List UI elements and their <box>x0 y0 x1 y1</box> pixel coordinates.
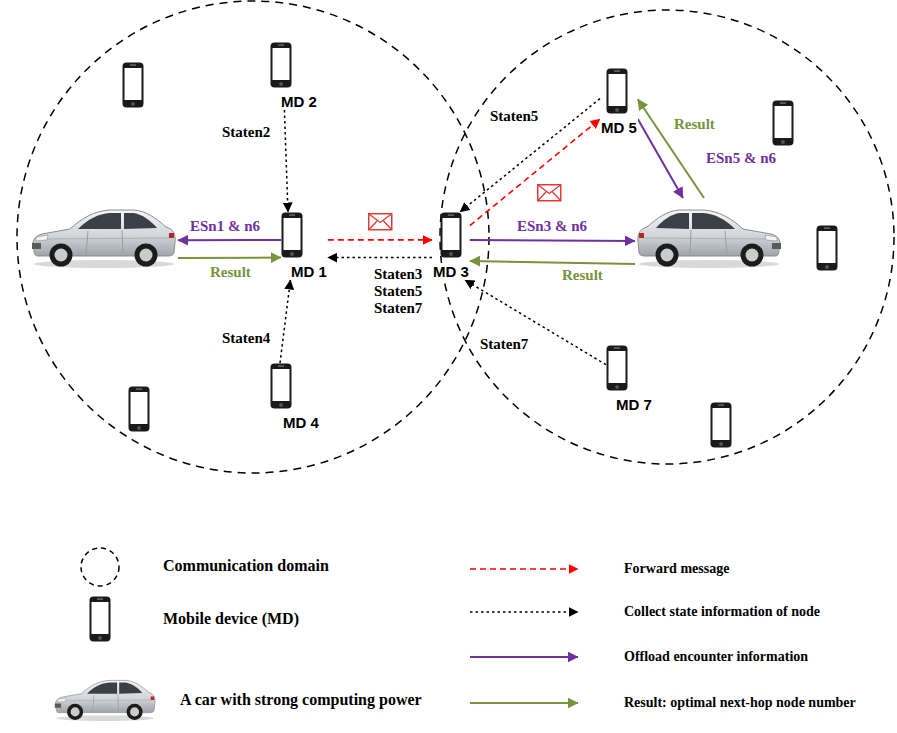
offload-label: ESn1 & n6 <box>188 218 262 235</box>
device-label: MD 3 <box>432 263 470 280</box>
legend-text: Collect state information of node <box>624 604 820 620</box>
legend-phone-sample <box>90 597 111 642</box>
legend-text: A car with strong computing power <box>180 691 422 709</box>
legend-offload-sample <box>470 656 578 658</box>
mobile-device <box>123 63 144 108</box>
mobile-device <box>711 403 732 448</box>
legend-text: Result: optimal next-hop node number <box>624 695 856 711</box>
result-label: Result <box>560 267 605 284</box>
legend-state-sample <box>470 611 578 613</box>
device-label: MD 4 <box>282 414 320 431</box>
phone-shape <box>607 69 628 114</box>
phone-shape <box>441 213 462 258</box>
state-label: Staten4 <box>220 330 272 347</box>
phone-icon <box>281 212 303 258</box>
mobile-device: MD 5 <box>600 68 638 136</box>
mobile-device: MD 1 <box>281 212 328 280</box>
result-arrow <box>178 257 281 259</box>
legend-forward-sample <box>470 568 578 570</box>
phone-icon <box>440 212 462 258</box>
state-label: Staten2 <box>220 124 272 141</box>
legend-car-sample <box>55 680 155 721</box>
legend-result-sample <box>470 702 578 704</box>
car-icon <box>635 198 785 272</box>
state-collect-arrow <box>284 110 288 212</box>
car-icon <box>28 198 178 272</box>
mobile-device: MD 2 <box>270 42 318 110</box>
mobile-device <box>817 226 838 271</box>
car-shape <box>638 210 781 268</box>
state-collect-arrow <box>328 257 432 259</box>
forward-message-arrow <box>470 119 600 226</box>
phone-icon <box>270 42 292 88</box>
message-icon <box>369 214 392 230</box>
phone-icon <box>606 345 628 391</box>
device-label: MD 2 <box>280 93 318 110</box>
mobile-device: MD 4 <box>270 363 320 431</box>
phone-icon <box>606 68 628 114</box>
state-label: Staten7 <box>478 336 530 353</box>
result-label: Result <box>672 116 717 133</box>
offload-arrow <box>470 240 635 241</box>
offload-label: ESn3 & n6 <box>515 218 589 235</box>
phone-shape <box>271 43 292 88</box>
car-shape <box>32 210 175 268</box>
state-label: Staten3 Staten5 Staten7 <box>372 266 424 317</box>
state-collect-arrow <box>280 280 290 363</box>
phone-shape <box>607 346 628 391</box>
edge-car <box>28 198 178 272</box>
edge-car <box>635 198 785 272</box>
legend-text: Mobile device (MD) <box>163 610 299 628</box>
message-icon <box>538 185 561 201</box>
forward-message-arrow <box>328 239 432 241</box>
mobile-device: MD 7 <box>606 345 653 413</box>
mobile-device: MD 3 <box>432 212 470 280</box>
state-label: Staten5 <box>488 108 540 125</box>
state-collect-arrow <box>465 280 606 365</box>
phone-icon <box>270 363 292 409</box>
device-label: MD 7 <box>615 396 653 413</box>
legend-text: Communication domain <box>163 557 329 575</box>
mobile-device <box>773 101 794 146</box>
legend-domain-sample <box>81 548 119 586</box>
device-label: MD 5 <box>600 119 638 136</box>
phone-shape <box>282 213 303 258</box>
result-arrow <box>638 99 704 198</box>
legend-text: Forward message <box>624 561 729 577</box>
offload-arrow <box>178 239 281 241</box>
state-collect-arrow <box>460 99 600 212</box>
phone-shape <box>271 364 292 409</box>
mobile-device <box>129 387 150 432</box>
communication-domain <box>440 10 894 464</box>
device-label: MD 1 <box>290 263 328 280</box>
result-label: Result <box>208 264 253 281</box>
offload-label: ESn5 & n6 <box>704 150 778 167</box>
result-arrow <box>470 261 635 264</box>
communication-domain <box>17 1 489 473</box>
legend-text: Offload encounter information <box>624 649 808 665</box>
